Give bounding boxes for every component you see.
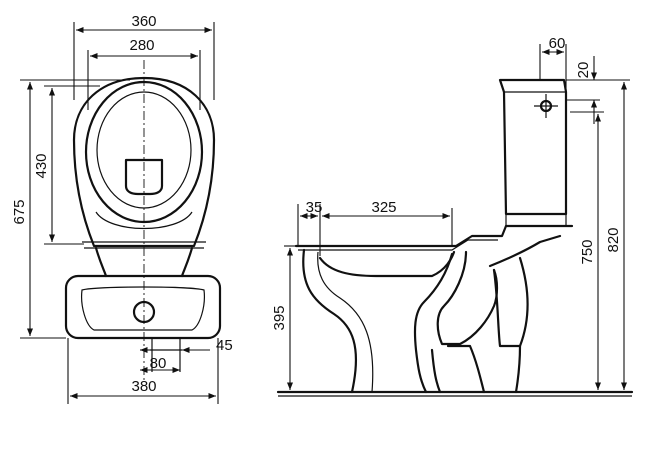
dim-label-top-width-outer: 360	[131, 13, 156, 30]
hinge-plate	[124, 158, 164, 196]
dim-label-top-width-inner: 280	[129, 37, 154, 54]
dim-label-seat-depth: 430	[33, 153, 50, 178]
seat-top-inner	[298, 239, 498, 251]
dim-label-overall-height: 820	[605, 227, 622, 252]
cistern-lid-line	[504, 91, 567, 226]
dim-label-cistern-top-offset: 20	[575, 62, 592, 79]
cistern-outline	[498, 78, 568, 216]
outlet-neck	[430, 344, 486, 394]
dim-label-base-width: 380	[131, 378, 156, 395]
dim-label-cistern-depth: 60	[549, 35, 566, 52]
dim-label-outlet-spacing: 80	[150, 355, 167, 372]
bowl-front-outer	[302, 248, 358, 394]
rear-foot	[514, 344, 522, 394]
rear-pedestal	[488, 234, 562, 348]
bowl-front-inner	[317, 251, 374, 393]
seat-front-lip	[95, 211, 193, 229]
bowl-neck	[94, 246, 194, 278]
outlet-pipes	[150, 338, 182, 372]
dim-label-cistern-inlet-height: 750	[579, 239, 596, 264]
dim-label-rim-thickness: 35	[306, 199, 323, 216]
dim-label-overall-depth: 675	[11, 199, 28, 224]
side-view: 35 325 395 60 20 750 820	[271, 35, 634, 397]
bowl-basin	[318, 250, 456, 278]
trapway-front	[413, 252, 454, 394]
plan-view: 360 280 675 430 380 80 45	[11, 13, 233, 404]
cistern-plan-inner	[81, 286, 205, 331]
dim-label-outlet-offset: 45	[216, 337, 233, 354]
dim-label-bowl-opening: 325	[371, 199, 396, 216]
cistern-plan-outline	[64, 274, 222, 340]
dim-label-rim-height: 395	[271, 305, 288, 330]
seat-top	[294, 224, 574, 248]
